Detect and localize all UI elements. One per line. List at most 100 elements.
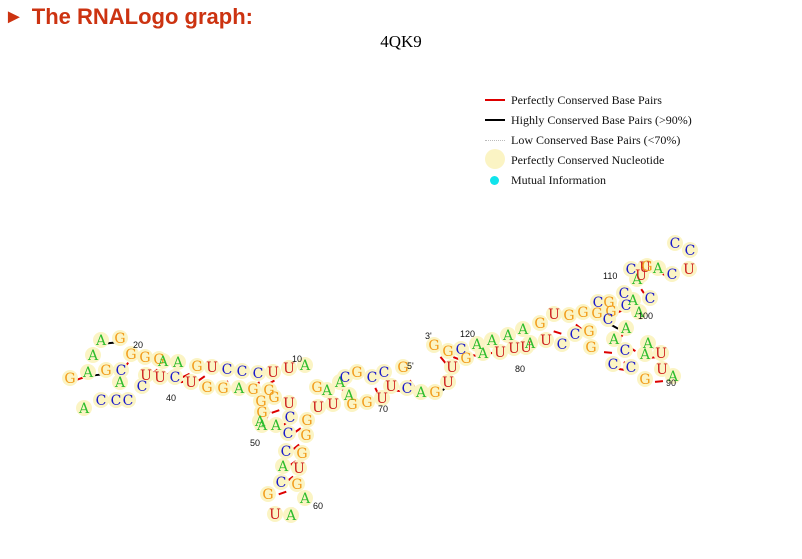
nucleotide: A <box>627 293 639 309</box>
conserved-halo <box>183 374 199 390</box>
nucleotide: G <box>639 372 650 388</box>
conserved-halo <box>283 507 299 523</box>
nucleotide: C <box>283 426 294 442</box>
conserved-halo <box>623 261 639 277</box>
nucleotide: A <box>82 365 94 381</box>
conserved-halo <box>268 417 284 433</box>
nucleotide: C <box>593 295 604 311</box>
conserved-halo <box>310 399 326 415</box>
conserved-halo <box>349 364 365 380</box>
position-label: 90 <box>666 378 676 388</box>
nucleotide: A <box>608 332 620 348</box>
nucleotide: C <box>667 267 678 283</box>
conserved-halo <box>561 307 577 323</box>
position-label: 70 <box>378 404 388 414</box>
nucleotide: C <box>402 381 413 397</box>
nucleotide: A <box>343 388 355 404</box>
conserved-halo <box>522 335 538 351</box>
nucleotide: G <box>591 306 602 322</box>
nucleotide: G <box>460 351 471 367</box>
nucleotide: A <box>633 305 645 321</box>
conserved-halo <box>219 361 235 377</box>
nucleotide: A <box>639 347 651 363</box>
nucleotide: A <box>256 418 268 434</box>
conserved-halo <box>444 359 460 375</box>
nucleotide: G <box>247 382 258 398</box>
nucleotide: U <box>327 397 339 413</box>
legend-label: Mutual Information <box>511 172 606 187</box>
nucleotide: C <box>340 370 351 386</box>
conserved-halo <box>567 326 583 342</box>
conserved-halo <box>134 378 150 394</box>
nucleotide: A <box>95 333 107 349</box>
position-label: 120 <box>460 329 475 339</box>
conserved-halo <box>204 359 220 375</box>
nucleotide: C <box>570 327 581 343</box>
nucleotide: U <box>385 379 397 395</box>
nucleotide: U <box>312 400 324 416</box>
conserved-halo <box>298 427 314 443</box>
nucleotide: C <box>621 298 632 314</box>
nucleotide: C <box>281 444 292 460</box>
nucleotide: C <box>276 475 287 491</box>
nucleotide: C <box>367 370 378 386</box>
conserved-halo <box>554 336 570 352</box>
conserved-halo <box>273 474 289 490</box>
conserved-halo <box>266 389 282 405</box>
conserved-halo <box>475 345 491 361</box>
nucleotide: C <box>620 343 631 359</box>
conservation-halos <box>62 235 698 523</box>
nucleotide: G <box>605 304 616 320</box>
conserved-halo <box>364 369 380 385</box>
conserved-halo <box>167 369 183 385</box>
conserved-halo <box>458 350 474 366</box>
nucleotide: G <box>125 347 136 363</box>
nucleotide: G <box>311 380 322 396</box>
base-pair-bond <box>575 323 583 331</box>
conserved-halo <box>137 349 153 365</box>
conserved-halo <box>245 381 261 397</box>
nucleotide: A <box>415 385 427 401</box>
conserved-halo <box>189 358 205 374</box>
conserved-halo <box>282 409 298 425</box>
conserved-halo <box>108 392 124 408</box>
nucleotide: C <box>123 393 134 409</box>
legend-item-perfect-pairs: Perfectly Conserved Base Pairs <box>483 90 692 110</box>
nucleotide: C <box>222 362 233 378</box>
conserved-halo <box>152 369 168 385</box>
conserved-halo <box>123 346 139 362</box>
conserved-halo <box>413 384 429 400</box>
conserved-halo <box>506 340 522 356</box>
conserved-halo <box>606 331 622 347</box>
position-label: 50 <box>250 438 260 448</box>
nucleotide: G <box>153 352 164 368</box>
conserved-halo <box>112 374 128 390</box>
nucleotide: C <box>619 286 630 302</box>
nucleotide: A <box>517 322 529 338</box>
conserved-halo <box>297 490 313 506</box>
position-label: 40 <box>166 393 176 403</box>
conserved-halo <box>113 362 129 378</box>
nucleotide: G <box>139 350 150 366</box>
conserved-halo <box>399 380 415 396</box>
conserved-halo <box>297 357 313 373</box>
conserved-halo <box>617 342 633 358</box>
red-line-icon <box>483 93 507 107</box>
base-pair-bond <box>181 372 191 379</box>
conserved-halo <box>234 363 250 379</box>
conserved-halo <box>275 458 291 474</box>
conserved-halo <box>76 400 92 416</box>
nucleotide: A <box>667 369 679 385</box>
nucleotide: C <box>170 370 181 386</box>
nucleotide: C <box>111 393 122 409</box>
conserved-halo <box>601 294 617 310</box>
nucleotide: U <box>548 307 560 323</box>
yellow-circle-icon <box>483 149 507 169</box>
nucleotide: A <box>642 336 654 352</box>
position-label: 10 <box>292 354 302 364</box>
position-label: 20 <box>133 340 143 350</box>
nucleotide: C <box>603 312 614 328</box>
nucleotide: A <box>270 418 282 434</box>
nucleotide: A <box>233 381 245 397</box>
